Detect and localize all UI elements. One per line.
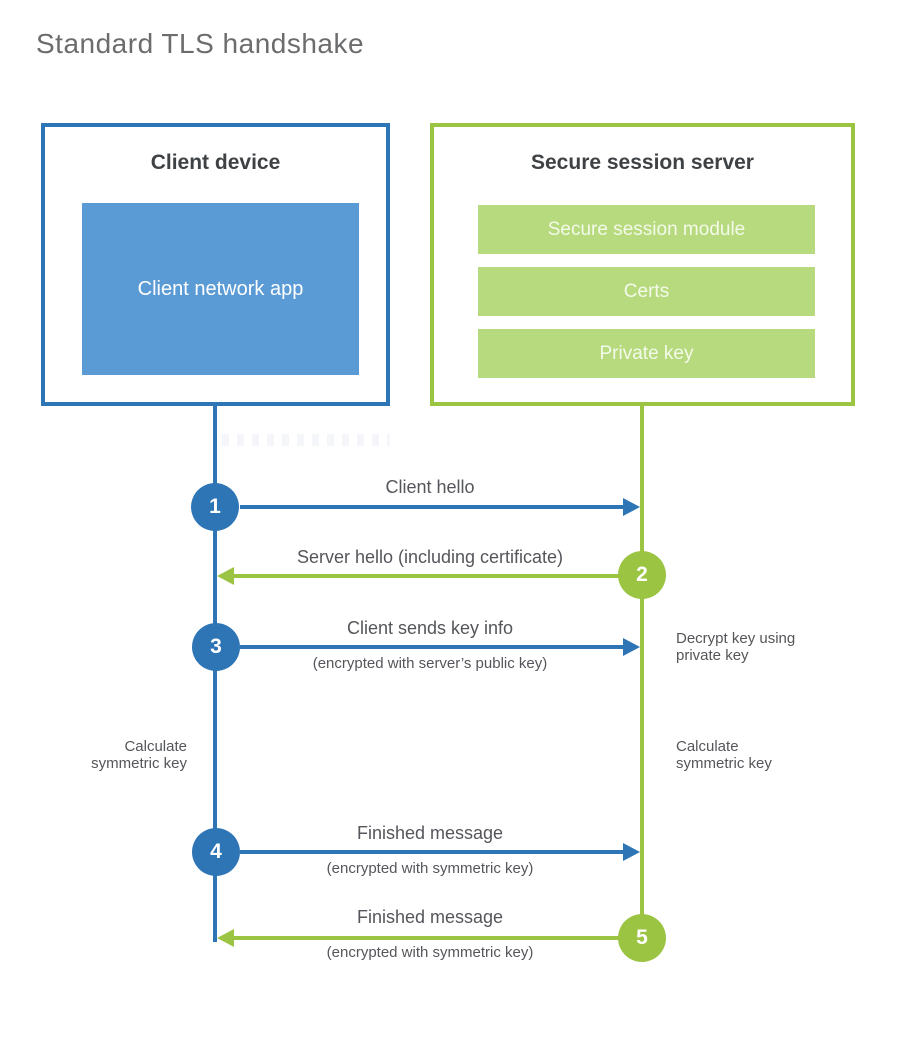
- arrow-2-shaft: [234, 574, 620, 578]
- server-module-secure-session-module: Secure session module: [478, 205, 815, 254]
- step-3-sublabel: (encrypted with server’s public key): [312, 655, 548, 672]
- client-network-app-box: Client network app: [82, 203, 359, 375]
- arrow-3-shaft: [240, 645, 624, 649]
- server-module-certs: Certs: [478, 267, 815, 316]
- step-1-badge: 1: [191, 483, 239, 531]
- page-title: Standard TLS handshake: [36, 28, 365, 59]
- step-3-label: Client sends key info: [346, 618, 514, 638]
- arrow-4-right-arrowhead-icon: [623, 843, 640, 861]
- faint-dashed-artifact: [222, 434, 390, 446]
- arrow-2-left-arrowhead-icon: [217, 567, 234, 585]
- step-5-label: Finished message: [356, 907, 504, 927]
- step-4-label: Finished message: [356, 823, 504, 843]
- arrow-1-shaft: [240, 505, 624, 509]
- arrow-4-shaft: [240, 850, 624, 854]
- step-1-label: Client hello: [385, 477, 475, 497]
- step-4-sublabel: (encrypted with symmetric key): [326, 860, 534, 877]
- arrow-5-shaft: [234, 936, 620, 940]
- server-module-private-key: Private key: [478, 329, 815, 378]
- step-2-badge: 2: [618, 551, 666, 599]
- note-calculate-symmetric-key-server: Calculate symmetric key: [676, 738, 772, 772]
- step-4-badge: 4: [192, 828, 240, 876]
- client-lifeline: [213, 406, 217, 942]
- secure-session-server-header: Secure session server: [531, 151, 754, 174]
- step-2-label: Server hello (including certificate): [296, 547, 564, 567]
- server-lifeline: [640, 406, 644, 938]
- arrow-3-right-arrowhead-icon: [623, 638, 640, 656]
- note-decrypt-key: Decrypt key using private key: [676, 630, 796, 664]
- secure-session-server-box: Secure session server Secure session mod…: [430, 123, 855, 406]
- note-calculate-symmetric-key-client: Calculate symmetric key: [91, 738, 187, 772]
- arrow-1-right-arrowhead-icon: [623, 498, 640, 516]
- client-device-header: Client device: [150, 151, 281, 174]
- client-device-box: Client device Client network app: [41, 123, 390, 406]
- step-5-badge: 5: [618, 914, 666, 962]
- arrow-5-left-arrowhead-icon: [217, 929, 234, 947]
- step-3-badge: 3: [192, 623, 240, 671]
- step-5-sublabel: (encrypted with symmetric key): [326, 944, 534, 961]
